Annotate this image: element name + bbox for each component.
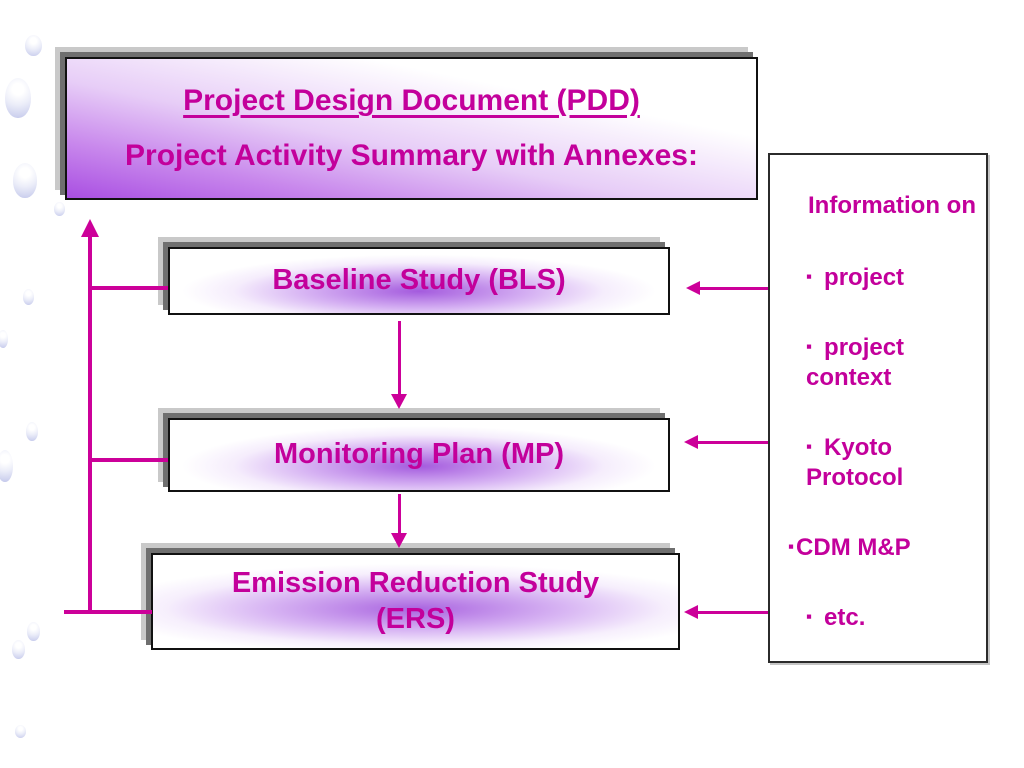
bullet-square-icon: ▪: [806, 267, 813, 286]
bullet-square-icon: ▪: [788, 537, 795, 556]
flow-box-label: Baseline Study (BLS): [272, 264, 566, 297]
water-droplet-decoration: [0, 330, 8, 348]
info-arrow-line-to-ers: [697, 611, 768, 614]
slide-title-line2: Project Activity Summary with Annexes:: [125, 138, 698, 172]
water-droplet-decoration: [25, 35, 42, 56]
down-arrowhead: [391, 533, 407, 548]
water-droplet-decoration: [15, 725, 26, 738]
water-droplet-decoration: [5, 78, 31, 118]
water-droplet-decoration: [13, 163, 37, 198]
info-item-label: etc.: [824, 604, 866, 631]
up-arrowhead: [81, 219, 99, 237]
info-item-label: project context: [806, 334, 905, 391]
info-item-label: Kyoto Protocol: [806, 434, 904, 491]
info-bullet-item: ▪Kyoto Protocol: [806, 433, 978, 493]
info-bullet-item: ▪CDM M&P: [788, 533, 978, 563]
flow-box-label: Monitoring Plan (MP): [274, 438, 564, 471]
slide-title-line1: Project Design Document (PDD): [183, 84, 640, 118]
left-trunk-line: [88, 236, 92, 614]
info-bullet-item: ▪ project: [806, 263, 978, 293]
flow-box-monitoring-plan: Monitoring Plan (MP): [168, 418, 670, 492]
left-arrowhead: [684, 605, 698, 619]
info-item-label: CDM M&P: [796, 534, 911, 561]
down-arrowhead: [391, 394, 407, 409]
water-droplet-decoration: [12, 640, 25, 659]
flow-box-label: Emission Reduction Study (ERS): [231, 567, 600, 635]
flow-arrow-bls-to-mp: [398, 321, 401, 395]
branch-line-to-ers: [64, 610, 152, 614]
flow-box-emission-reduction-study: Emission Reduction Study (ERS): [151, 553, 680, 650]
info-arrow-line-to-mp: [697, 441, 768, 444]
water-droplet-decoration: [0, 450, 13, 482]
flow-box-baseline-study: Baseline Study (BLS): [168, 247, 670, 315]
title-box: Project Design Document (PDD) Project Ac…: [65, 57, 758, 200]
water-droplet-decoration: [54, 202, 65, 216]
info-bullet-item: ▪ etc.: [806, 603, 978, 633]
info-panel: Information on ▪project ▪project context…: [768, 153, 988, 663]
bullet-square-icon: ▪: [806, 607, 813, 626]
flow-arrow-mp-to-ers: [398, 494, 401, 534]
info-bullet-item: ▪project context: [806, 333, 978, 393]
left-arrowhead: [686, 281, 700, 295]
bullet-square-icon: ▪: [806, 437, 813, 456]
info-item-label: project: [824, 264, 905, 291]
branch-line-to-mp: [90, 458, 168, 462]
info-panel-heading: Information on: [808, 192, 976, 219]
water-droplet-decoration: [27, 622, 40, 641]
water-droplet-decoration: [23, 289, 34, 305]
water-droplet-decoration: [26, 422, 38, 441]
left-arrowhead: [684, 435, 698, 449]
bullet-square-icon: ▪: [806, 337, 813, 356]
info-arrow-line-to-bls: [699, 287, 768, 290]
branch-line-to-bls: [90, 286, 168, 290]
